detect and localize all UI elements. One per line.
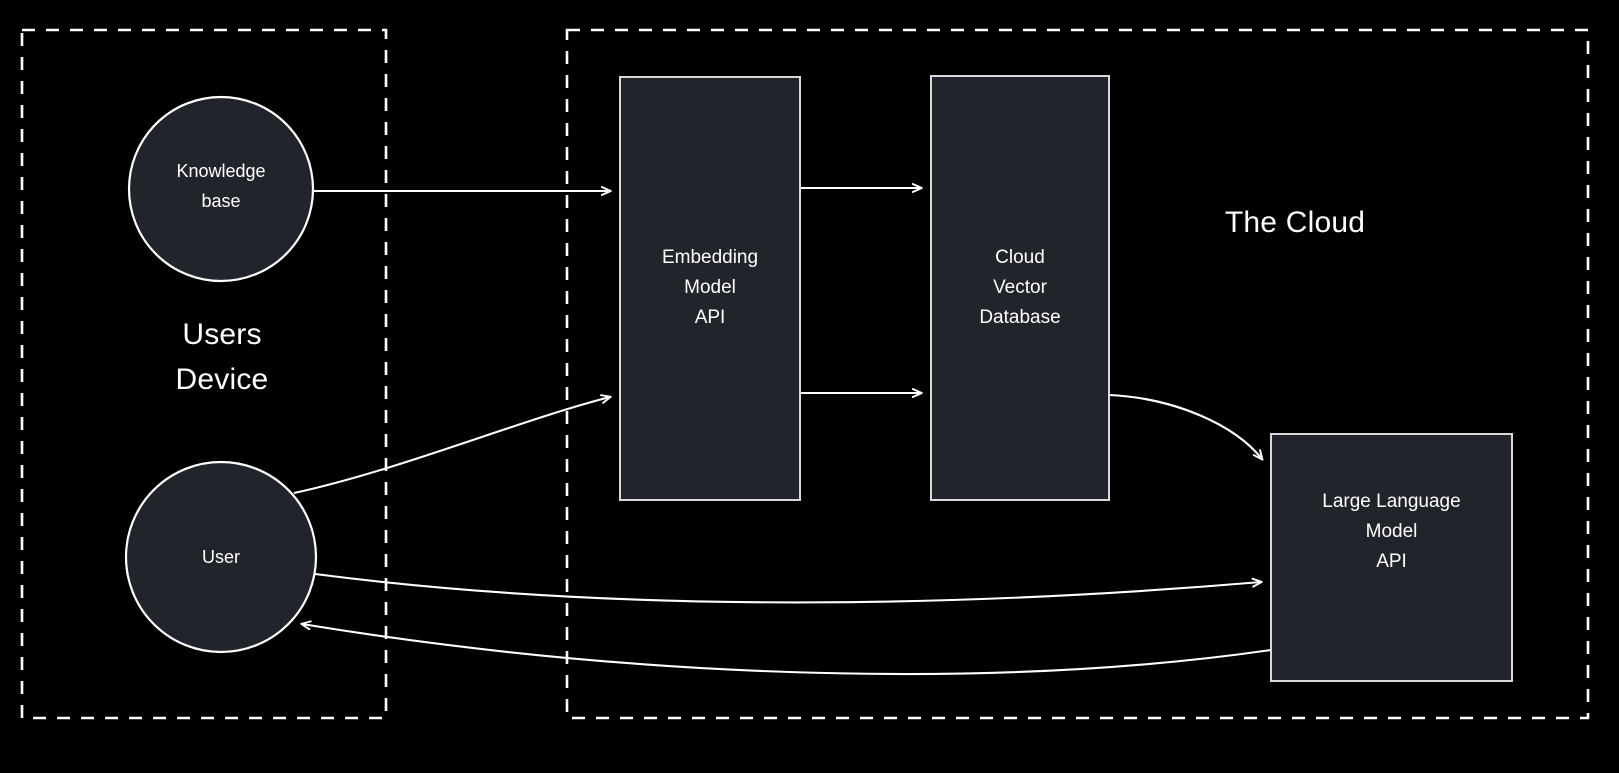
zone-label-the-cloud: The Cloud [1224,206,1366,239]
node-shapes [124,75,1513,682]
zone-users-device-boundary [20,28,388,720]
edge-user-to-embedding [293,394,612,495]
node-large-language-model-api-shape[interactable] [1270,433,1513,682]
edge-user-to-llm [314,572,1263,604]
edges [293,183,1272,675]
edge-vector-db-to-llm [1108,393,1264,461]
node-cloud-vector-database-shape[interactable] [930,75,1110,501]
node-user-shape[interactable] [124,460,318,654]
node-embedding-model-api-shape[interactable] [619,76,801,501]
zone-label-users-device: Users Device [175,318,269,396]
edge-llm-to-user [300,620,1272,675]
zone-the-cloud-boundary [565,28,1590,720]
node-knowledge-base-shape[interactable] [127,95,315,283]
zone-boundaries [20,28,1590,720]
